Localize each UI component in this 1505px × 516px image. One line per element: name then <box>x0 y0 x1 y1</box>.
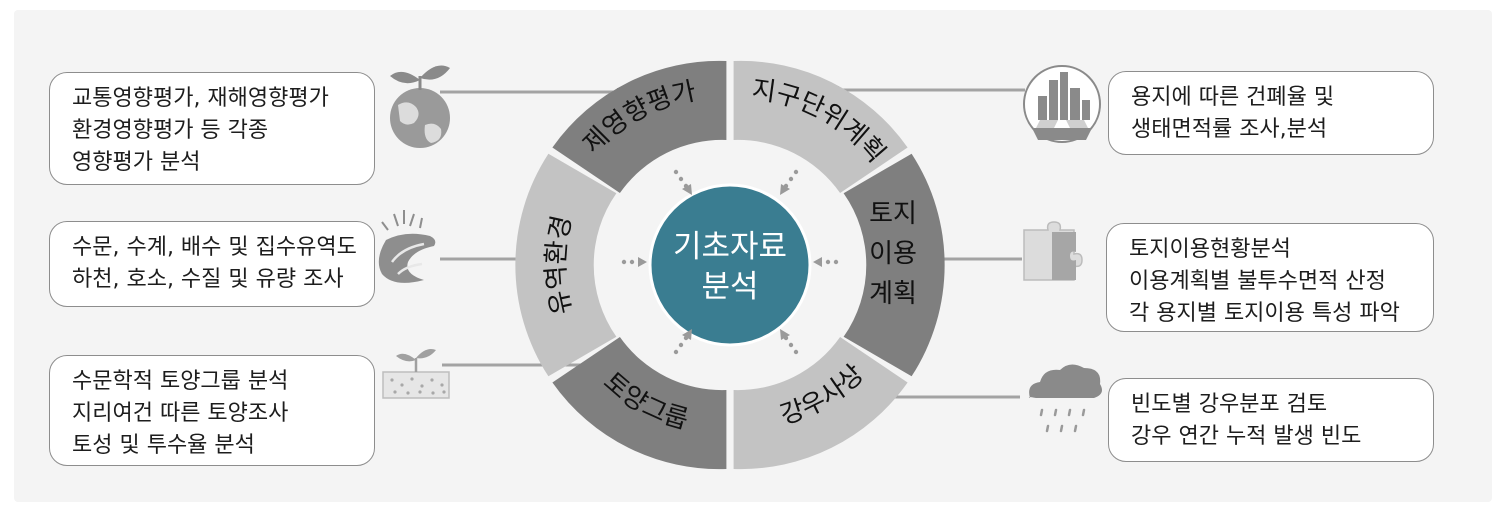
dotted-arrows <box>621 169 839 355</box>
segment-label-line: 토지 <box>869 199 917 229</box>
dotted-arrow <box>673 169 692 195</box>
box-line: 수문, 수계, 배수 및 집수유역도 <box>72 235 357 260</box>
city-skyline-icon <box>1023 65 1101 143</box>
segment-label-line: 계획 <box>869 279 917 309</box>
box-line: 수문학적 토양그룹 분석 <box>72 369 289 394</box>
segment-land-use-plan <box>843 153 945 377</box>
segment-rainfall <box>733 337 908 470</box>
box-line: 토성 및 투수율 분석 <box>72 433 255 458</box>
puzzle-icon <box>1023 221 1083 281</box>
box-line: 각 용지별 토지이용 특성 파악 <box>1129 301 1400 326</box>
segment-label-land-use-plan: 토지 이용 계획 <box>869 199 917 309</box>
segment-environmental-impact <box>552 60 727 194</box>
segment-soil-group <box>552 337 727 470</box>
dotted-arrow <box>780 329 799 355</box>
box-line: 영향평가 분석 <box>72 150 201 175</box>
box-line: 하천, 호소, 수질 및 유량 조사 <box>72 267 344 292</box>
segment-district-plan <box>733 60 908 193</box>
segment-label-line: 이용 <box>869 239 917 269</box>
rain-cloud-icon <box>1028 364 1102 433</box>
impact-assessment-box: 교통영향평가, 재해영향평가 환경영향평가 등 각종 영향평가 분석 <box>49 72 375 185</box>
box-line: 이용계획별 불투수면적 산정 <box>1129 269 1386 294</box>
box-line: 생태면적률 조사,분석 <box>1131 117 1328 142</box>
watershed-box: 수문, 수계, 배수 및 집수유역도 하천, 호소, 수질 및 유량 조사 <box>49 221 375 307</box>
soil-group-box: 수문학적 토양그룹 분석 지리여건 따른 토양조사 토성 및 투수율 분석 <box>49 355 375 466</box>
center-circle <box>648 183 812 347</box>
box-line: 빈도별 강우분포 검토 <box>1131 392 1328 417</box>
center-title-line-1: 기초자료 <box>673 229 787 265</box>
ring <box>515 60 945 470</box>
box-line: 환경영향평가 등 각종 <box>72 118 269 143</box>
rainfall-box: 빈도별 강우분포 검토 강우 연간 누적 발생 빈도 <box>1108 378 1434 462</box>
box-line: 교통영향평가, 재해영향평가 <box>72 86 329 111</box>
box-line: 용지에 따른 건폐율 및 <box>1131 85 1335 110</box>
river-icon <box>378 210 436 283</box>
dotted-arrow <box>673 329 692 355</box>
land-use-box: 토지이용현황분석 이용계획별 불투수면적 산정 각 용지별 토지이용 특성 파악 <box>1106 223 1434 332</box>
plant-globe-icon <box>390 65 450 148</box>
box-line: 지리여건 따른 토양조사 <box>72 401 289 426</box>
soil-sprout-icon <box>382 349 450 399</box>
dotted-arrow <box>780 169 799 195</box>
segment-watershed <box>515 153 617 377</box>
box-line: 토지이용현황분석 <box>1129 237 1291 262</box>
dotted-arrow <box>813 257 839 267</box>
box-line: 강우 연간 누적 발생 빈도 <box>1131 424 1362 449</box>
dotted-arrow <box>621 257 647 267</box>
center-title-line-2: 분석 <box>701 269 758 305</box>
district-plan-box: 용지에 따른 건폐율 및 생태면적률 조사,분석 <box>1108 71 1434 155</box>
